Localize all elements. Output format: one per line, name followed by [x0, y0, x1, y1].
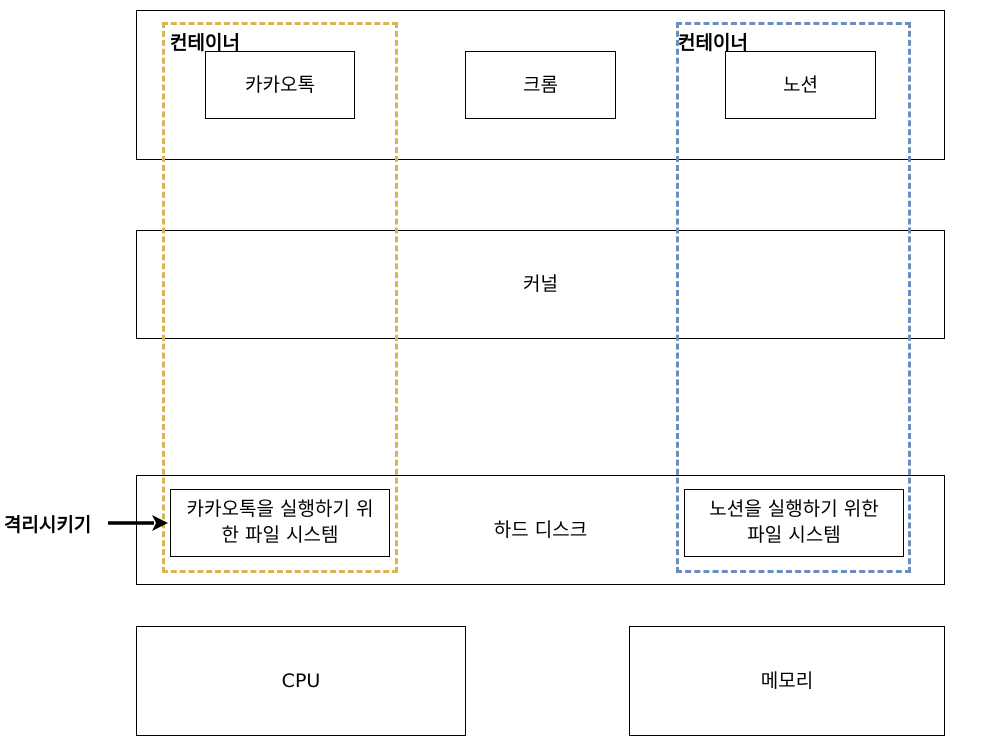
memory-box: 메모리 — [629, 626, 945, 736]
notion-filesystem-box: 노션을 실행하기 위한 파일 시스템 — [684, 489, 904, 557]
kakaotalk-app-label: 카카오톡 — [245, 73, 315, 96]
notion-app-box: 노션 — [725, 51, 876, 119]
memory-label: 메모리 — [760, 669, 814, 692]
hard-disk-label: 하드 디스크 — [493, 518, 588, 541]
notion-filesystem-line2: 파일 시스템 — [747, 524, 841, 546]
chrome-app-box: 크롬 — [465, 51, 616, 119]
kernel-layer: 커널 — [136, 230, 945, 339]
kakaotalk-filesystem-line2: 한 파일 시스템 — [221, 524, 339, 546]
isolate-label: 격리시키기 — [4, 514, 92, 536]
container-title-right: 컨테이너 — [678, 32, 748, 54]
notion-filesystem-line1: 노션을 실행하기 위한 — [709, 498, 879, 521]
notion-app-label: 노션 — [783, 73, 818, 96]
chrome-app-label: 크롬 — [523, 73, 558, 96]
kakaotalk-filesystem-box: 카카오톡을 실행하기 위 한 파일 시스템 — [170, 489, 390, 557]
cpu-box: CPU — [136, 626, 466, 736]
kakaotalk-app-box: 카카오톡 — [205, 51, 355, 119]
container-title-left: 컨테이너 — [170, 32, 240, 54]
cpu-label: CPU — [281, 669, 321, 692]
isolate-arrow-icon — [108, 515, 168, 531]
kernel-label: 커널 — [523, 273, 558, 296]
kakaotalk-filesystem-line1: 카카오톡을 실행하기 위 — [186, 498, 374, 521]
